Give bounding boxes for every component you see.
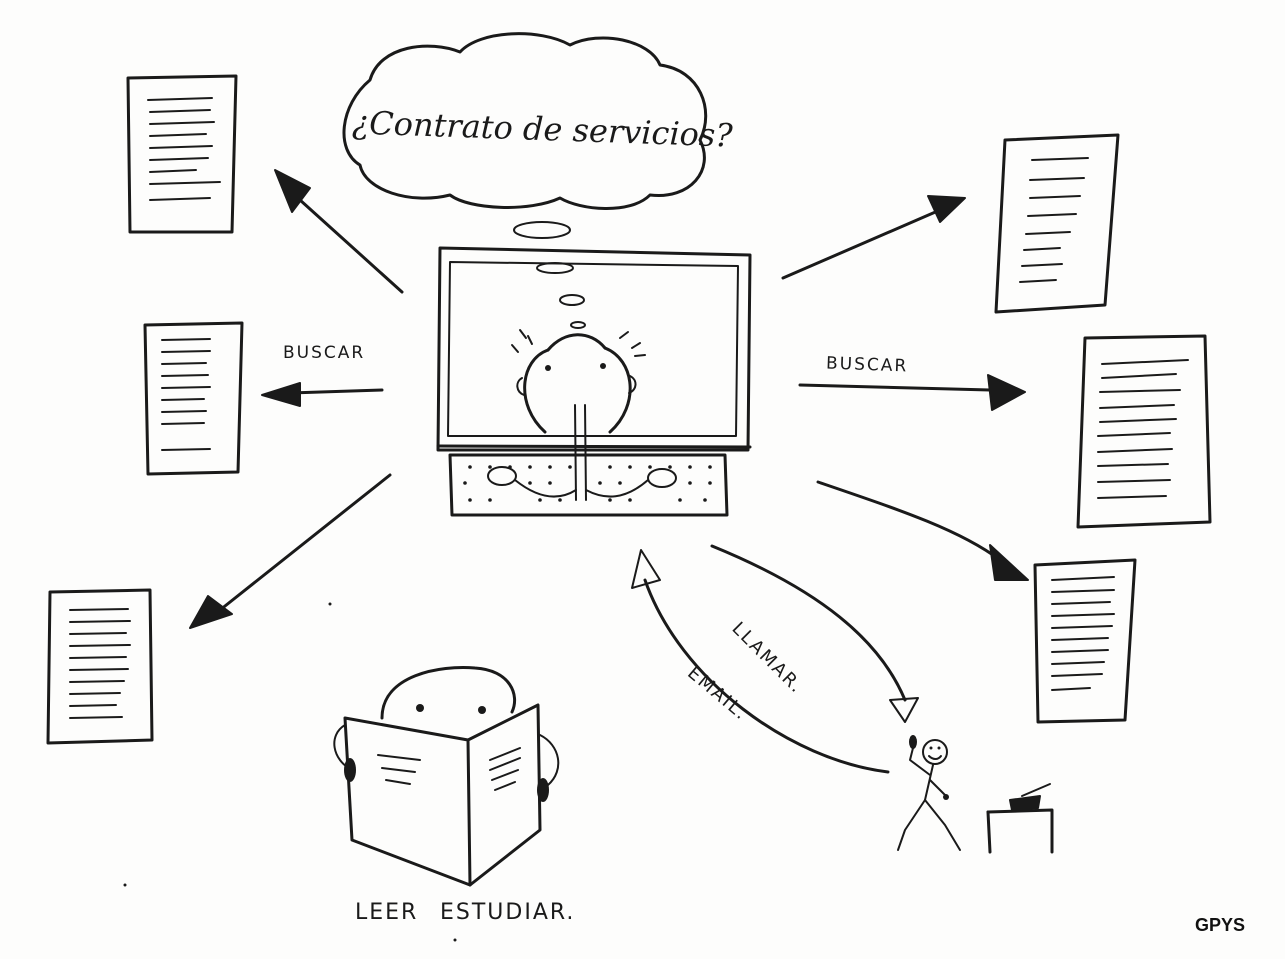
- thought-dot-4: [570, 321, 586, 329]
- user-head: [511, 329, 646, 501]
- document-bottom-right: [1033, 558, 1137, 724]
- stray-marks: [123, 602, 457, 942]
- person-on-phone: [897, 735, 961, 851]
- document-top-left: [126, 74, 238, 234]
- arrow-to-top-left: [274, 169, 404, 294]
- document-mid-right: [1076, 334, 1212, 529]
- label-search-left: BUSCAR: [283, 343, 366, 363]
- reading-figure: [333, 666, 560, 887]
- thought-dot-3: [559, 294, 585, 306]
- document-top-right: [994, 133, 1120, 314]
- arrow-to-bottom-left: [189, 473, 392, 629]
- arrow-call: [710, 544, 919, 723]
- arrow-to-top-right: [781, 195, 966, 280]
- document-mid-left: [143, 321, 244, 476]
- arrow-to-mid-left: [261, 382, 384, 407]
- arrow-to-mid-right: [798, 374, 1026, 411]
- arrow-email: [631, 549, 890, 774]
- user-hands: [487, 466, 677, 498]
- thought-bubble-cloud: [342, 32, 708, 210]
- computer-monitor: [436, 246, 752, 452]
- label-search-right: BUSCAR: [825, 353, 909, 377]
- desk-with-phone: [986, 783, 1054, 854]
- author-credit: GPYS: [1195, 915, 1246, 935]
- label-read: LEER: [355, 900, 419, 925]
- document-bottom-left: [46, 588, 154, 745]
- keyboard: [448, 453, 729, 517]
- keyboard-keys: [463, 465, 712, 502]
- label-study: ESTUDIAR.: [440, 900, 576, 925]
- thought-dot-1: [513, 221, 571, 239]
- arrow-to-bottom-right: [816, 480, 1029, 581]
